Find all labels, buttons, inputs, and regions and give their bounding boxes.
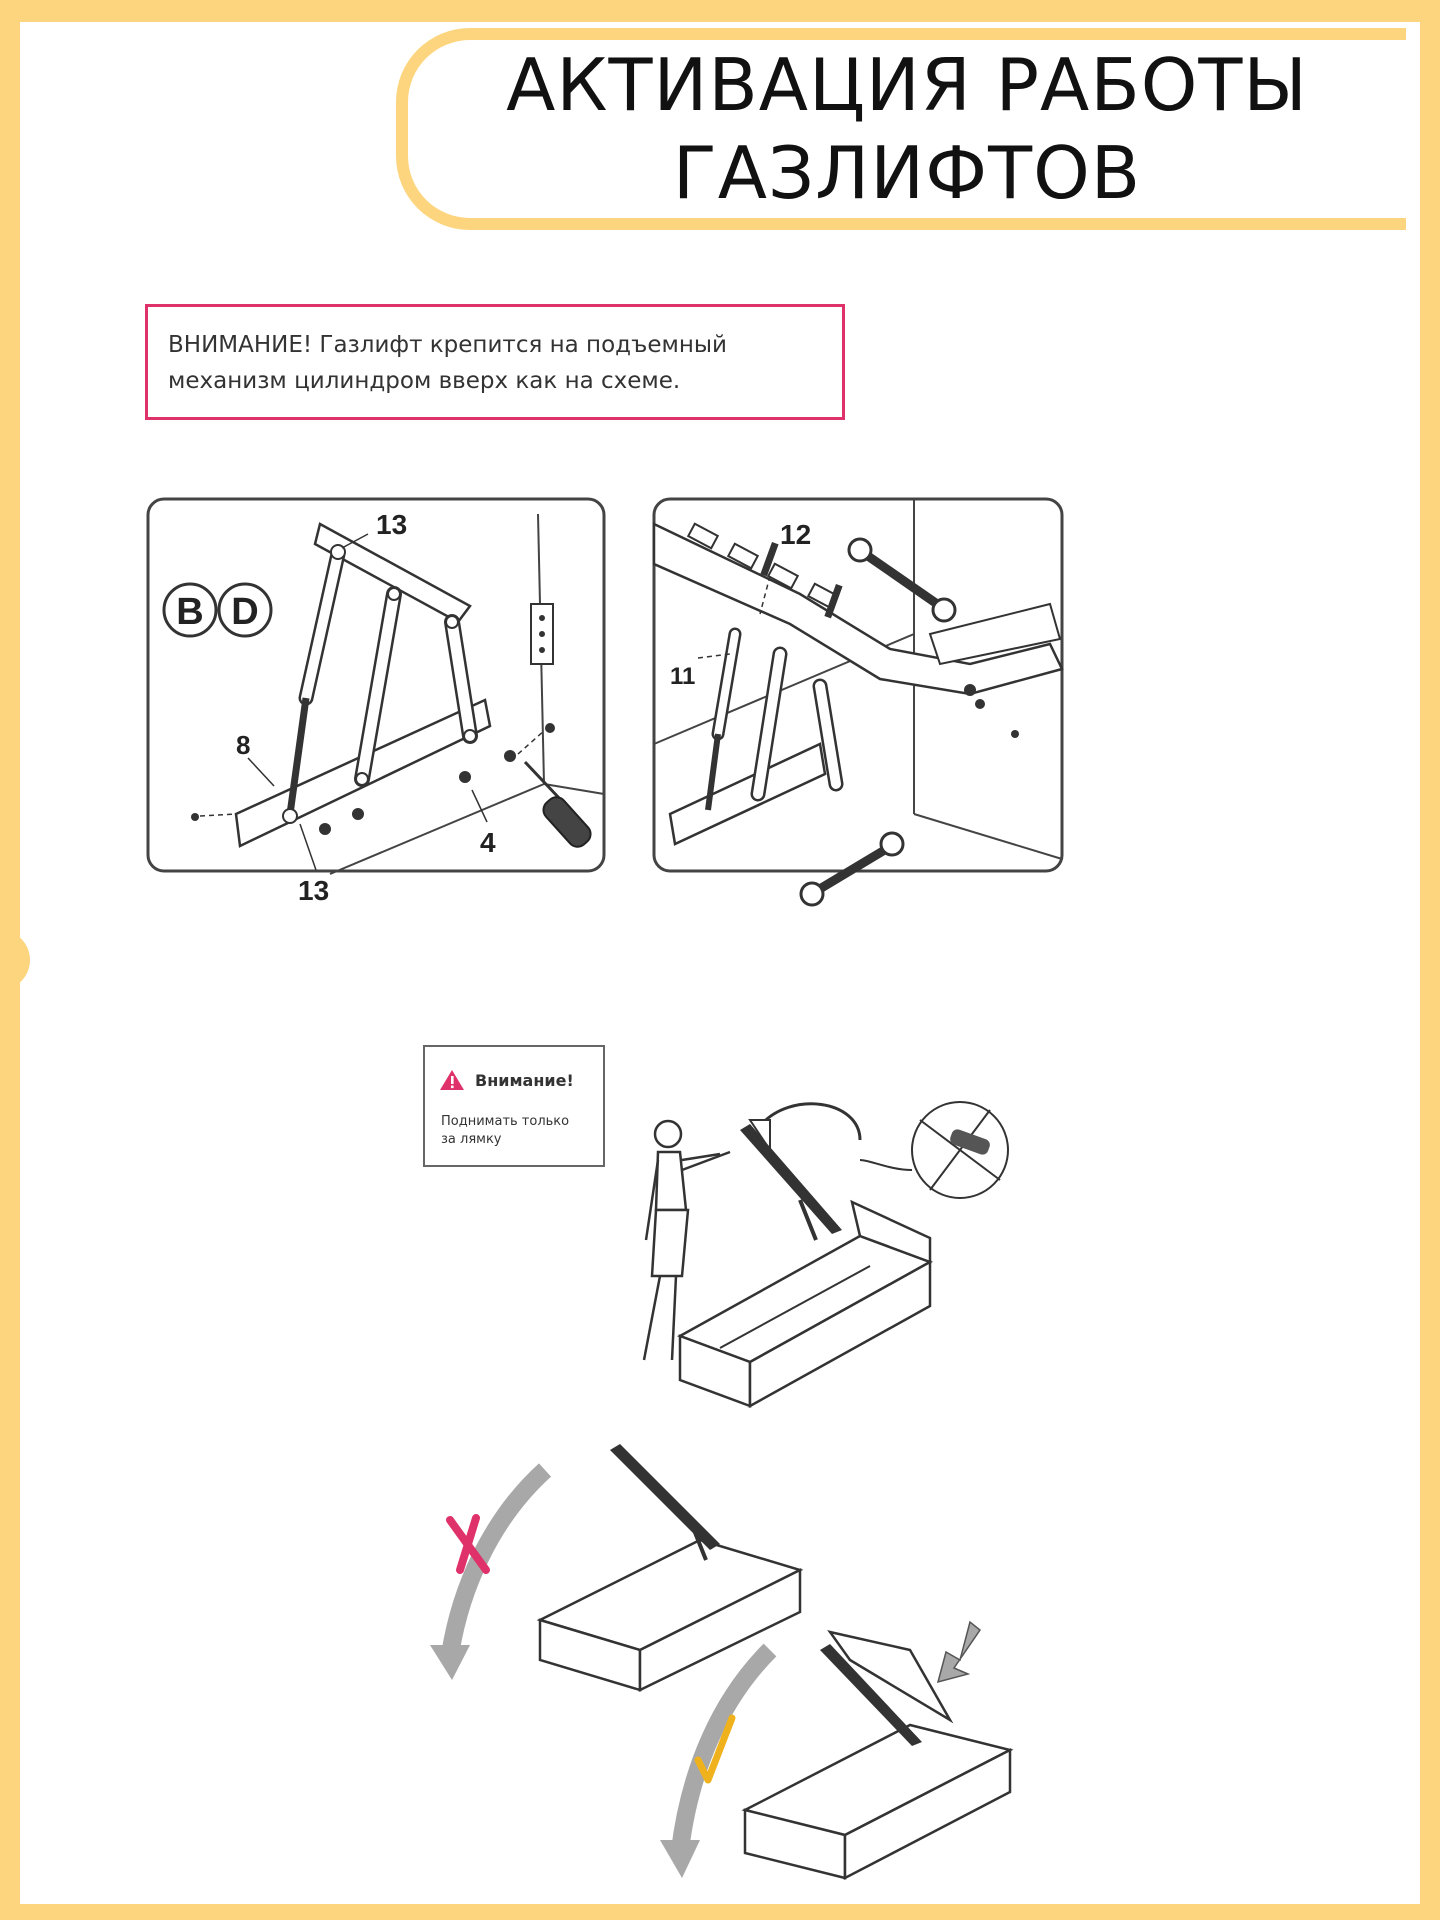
wrench-icon — [847, 537, 957, 623]
screwdriver-icon — [523, 760, 592, 848]
wrong-closing-illustration — [430, 1444, 804, 1692]
warning-text-line-1: ВНИМАНИЕ! Газлифт крепится на подъемный — [168, 332, 727, 358]
badge-b: B — [176, 591, 203, 633]
wrong-cross-icon — [446, 1514, 490, 1574]
label-13-bottom: 13 — [298, 875, 329, 906]
notice-box: Внимание! Поднимать только за лямку — [423, 1045, 605, 1167]
badge-d: D — [231, 591, 258, 633]
bed-lid-open — [740, 1124, 842, 1241]
warning-box: ВНИМАНИЕ! Газлифт крепится на подъемный … — [145, 304, 845, 420]
mechanism-diagram-right: 12 11 — [652, 497, 1064, 907]
curved-arrow-icon — [758, 1102, 862, 1141]
label-8: 8 — [236, 730, 250, 760]
badge-b-circle — [162, 582, 218, 638]
title-banner: АКТИВАЦИЯ РАБОТЫ ГАЗЛИФТОВ — [396, 28, 1406, 230]
warning-triangle-icon — [440, 1070, 464, 1090]
person-figure — [642, 1119, 731, 1361]
lifting-illustration — [642, 1101, 1009, 1409]
wrench-icon-bottom — [799, 831, 905, 907]
notice-title: Внимание! — [475, 1070, 574, 1090]
label-4: 4 — [480, 827, 496, 858]
badge-d-circle — [217, 582, 273, 638]
strap-detail — [859, 1101, 1009, 1199]
gas-spring — [282, 544, 346, 824]
label-12: 12 — [780, 519, 811, 550]
press-arrow-icon — [936, 1620, 982, 1684]
bolt-icon — [760, 541, 843, 619]
correct-closing-illustration — [660, 1620, 1014, 1881]
mechanism-diagram-left: B D 13 8 4 13 — [146, 497, 606, 906]
hinge-icon — [530, 603, 554, 665]
gray-arrow-right — [671, 1643, 777, 1852]
label-13-top: 13 — [376, 509, 407, 540]
page-title-line-1: АКТИВАЦИЯ РАБОТЫ — [506, 43, 1308, 127]
label-11: 11 — [670, 663, 695, 690]
correct-check-icon — [694, 1714, 736, 1784]
bed-box — [677, 1199, 933, 1409]
notice-line-1: Поднимать только — [441, 1114, 570, 1129]
notice-line-2: за лямку — [441, 1132, 502, 1147]
warning-text-line-2: механизм цилиндром вверх как на схеме. — [168, 368, 681, 394]
page-title-line-2: ГАЗЛИФТОВ — [672, 131, 1142, 215]
panel-frame-left — [146, 497, 606, 873]
